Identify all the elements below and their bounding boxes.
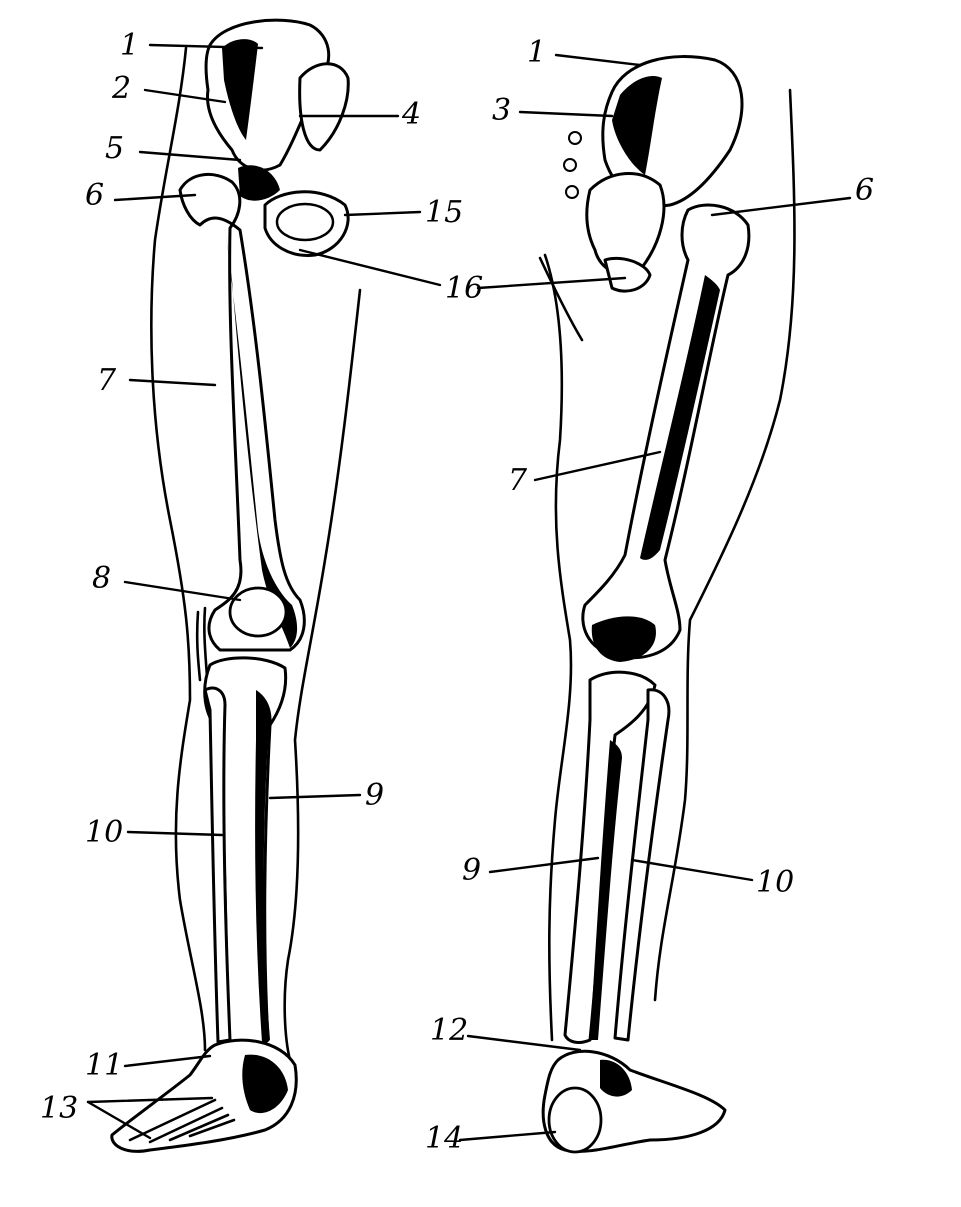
label-a-8: 8 bbox=[92, 561, 111, 596]
posterior-labels: 1 3 6 7 9 10 12 14 bbox=[425, 35, 874, 1156]
posterior-leg-outline-2 bbox=[653, 88, 796, 1002]
anterior-obturator-foramen bbox=[275, 202, 335, 242]
leader-p-16 bbox=[476, 276, 627, 290]
leader-a-1 bbox=[148, 43, 264, 50]
leader-p-6 bbox=[710, 196, 852, 217]
leader-p-3 bbox=[518, 110, 614, 118]
posterior-view bbox=[538, 55, 796, 1154]
anterior-femur-shade bbox=[226, 235, 298, 648]
posterior-sacral-foramen-2 bbox=[563, 158, 577, 172]
leader-a-2 bbox=[143, 88, 227, 104]
leader-a-10 bbox=[126, 830, 224, 837]
label-a-10: 10 bbox=[85, 815, 123, 850]
leader-a-13a bbox=[86, 1096, 214, 1104]
posterior-calcaneus bbox=[547, 1086, 603, 1154]
label-a-11: 11 bbox=[85, 1048, 123, 1083]
leader-a-7 bbox=[128, 378, 217, 387]
leader-a-5 bbox=[138, 150, 242, 162]
leader-a-6 bbox=[113, 193, 197, 202]
label-p-14: 14 bbox=[425, 1121, 463, 1156]
label-a-6: 6 bbox=[85, 178, 104, 213]
leader-p-10 bbox=[630, 858, 754, 882]
posterior-leg-outline bbox=[543, 253, 573, 1042]
anterior-foot-shade bbox=[242, 1054, 288, 1114]
posterior-buttock-line bbox=[538, 256, 584, 342]
leader-a-11 bbox=[123, 1054, 212, 1068]
label-a-7: 7 bbox=[97, 363, 117, 398]
leader-a-8 bbox=[123, 580, 242, 602]
label-a-16: 16 bbox=[445, 271, 483, 306]
label-p-10: 10 bbox=[756, 865, 794, 900]
anterior-toes bbox=[128, 1098, 236, 1144]
posterior-femur-shade bbox=[640, 275, 720, 560]
anterior-view bbox=[110, 18, 362, 1153]
posterior-ischium bbox=[603, 256, 652, 293]
leader-a-15 bbox=[343, 210, 422, 217]
anterior-leg-outline bbox=[150, 46, 207, 1052]
leader-a-13b bbox=[86, 1100, 152, 1140]
leader-a-16 bbox=[298, 248, 442, 287]
anterior-fibula bbox=[203, 686, 232, 1044]
label-p-1: 1 bbox=[527, 35, 546, 70]
leader-p-7 bbox=[533, 450, 662, 482]
posterior-knee-shade bbox=[591, 616, 656, 662]
anterior-tibia-shade bbox=[255, 690, 272, 1042]
leader-p-1 bbox=[554, 53, 642, 67]
label-a-5: 5 bbox=[105, 131, 124, 166]
label-p-7: 7 bbox=[508, 463, 528, 498]
label-a-15: 15 bbox=[425, 195, 463, 230]
anterior-sacrum bbox=[298, 62, 350, 152]
label-p-9: 9 bbox=[462, 853, 481, 888]
anterior-ilium-shade bbox=[222, 39, 258, 140]
posterior-fibula bbox=[613, 688, 671, 1042]
label-a-4: 4 bbox=[401, 97, 421, 132]
posterior-tibia-shade bbox=[590, 740, 622, 1040]
anterior-patella bbox=[228, 586, 288, 638]
leader-lines bbox=[86, 43, 852, 1142]
leader-p-12 bbox=[466, 1034, 582, 1052]
posterior-sacral-foramen-3 bbox=[565, 185, 579, 199]
anterior-leg-outline-inner bbox=[283, 288, 362, 1062]
label-a-9: 9 bbox=[365, 778, 384, 813]
posterior-sacral-foramen-1 bbox=[568, 131, 582, 145]
anterior-femur bbox=[178, 172, 306, 652]
leader-p-9 bbox=[488, 856, 600, 874]
label-p-3: 3 bbox=[492, 93, 511, 128]
anterior-knee-line bbox=[195, 610, 202, 682]
label-p-6: 6 bbox=[855, 173, 874, 208]
posterior-foot-shade bbox=[600, 1059, 632, 1097]
label-a-13: 13 bbox=[40, 1091, 78, 1126]
anterior-labels: 1 2 5 6 4 15 16 7 8 9 10 11 13 bbox=[40, 28, 483, 1126]
label-a-2: 2 bbox=[111, 71, 131, 106]
leader-p-14 bbox=[458, 1130, 557, 1142]
anterior-hip-joint-shade bbox=[238, 165, 280, 201]
label-p-12: 12 bbox=[430, 1013, 468, 1048]
posterior-ilium-shade bbox=[612, 75, 662, 175]
label-a-1: 1 bbox=[120, 28, 139, 63]
leader-a-9 bbox=[268, 793, 362, 800]
